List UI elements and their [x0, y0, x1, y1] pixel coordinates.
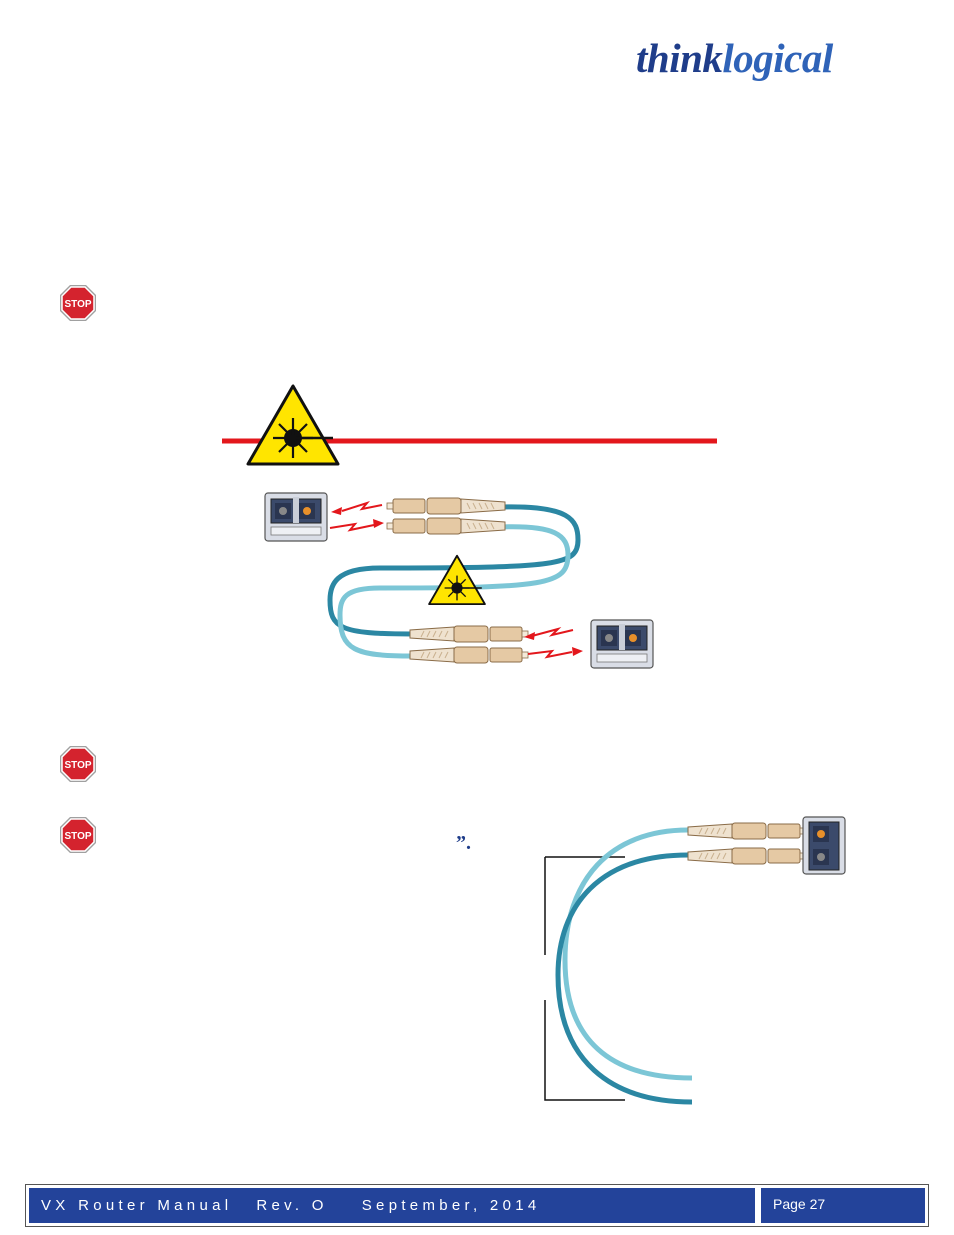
fiber-loop-diagram	[264, 492, 654, 669]
footer-date: September, 2014	[361, 1197, 541, 1214]
bend-radius-bracket	[544, 856, 625, 955]
footer-manual-info: VX Router Manual Rev. O September, 2014	[29, 1188, 755, 1223]
lc-connector-icon	[409, 625, 529, 643]
stop-sign-label: STOP	[64, 831, 91, 842]
sfp-transceiver-icon	[590, 619, 654, 669]
thinklogical-logo: thinklogical	[636, 38, 833, 79]
laser-signal-icon	[341, 501, 383, 512]
laser-warning-icon	[428, 554, 486, 606]
stop-sign-icon: STOP	[60, 817, 96, 853]
sfp-transceiver-icon	[802, 816, 846, 875]
bend-radius-bracket	[544, 1000, 625, 1101]
lc-connector-icon	[409, 646, 529, 664]
laser-warning-banner	[222, 384, 717, 466]
bend-radius-diagram	[544, 816, 846, 1105]
logo-think: think	[636, 35, 723, 81]
lc-connector-icon	[687, 847, 807, 865]
footer-revision: Rev. O	[256, 1197, 328, 1214]
laser-signal-icon	[329, 522, 375, 532]
lc-connector-icon	[386, 517, 506, 535]
fiber-cable-dark	[555, 852, 693, 1105]
laser-signal-icon	[531, 627, 574, 637]
quote-mark: ”.	[456, 832, 471, 854]
logo-logical: logical	[722, 35, 833, 81]
lc-connector-icon	[386, 497, 506, 515]
laser-signal-icon	[527, 649, 573, 659]
lc-connector-icon	[687, 822, 807, 840]
sfp-transceiver-icon	[264, 492, 328, 542]
fiber-cable-dark	[327, 504, 581, 637]
stop-sign-label: STOP	[64, 760, 91, 771]
stop-sign-label: STOP	[64, 299, 91, 310]
laser-warning-icon	[246, 384, 340, 466]
fiber-cable-light	[562, 827, 693, 1081]
stop-sign-icon: STOP	[60, 746, 96, 782]
footer-page-number: Page 27	[761, 1188, 925, 1223]
stop-sign-icon: STOP	[60, 285, 96, 321]
footer-manual-title: VX Router Manual	[41, 1197, 233, 1214]
